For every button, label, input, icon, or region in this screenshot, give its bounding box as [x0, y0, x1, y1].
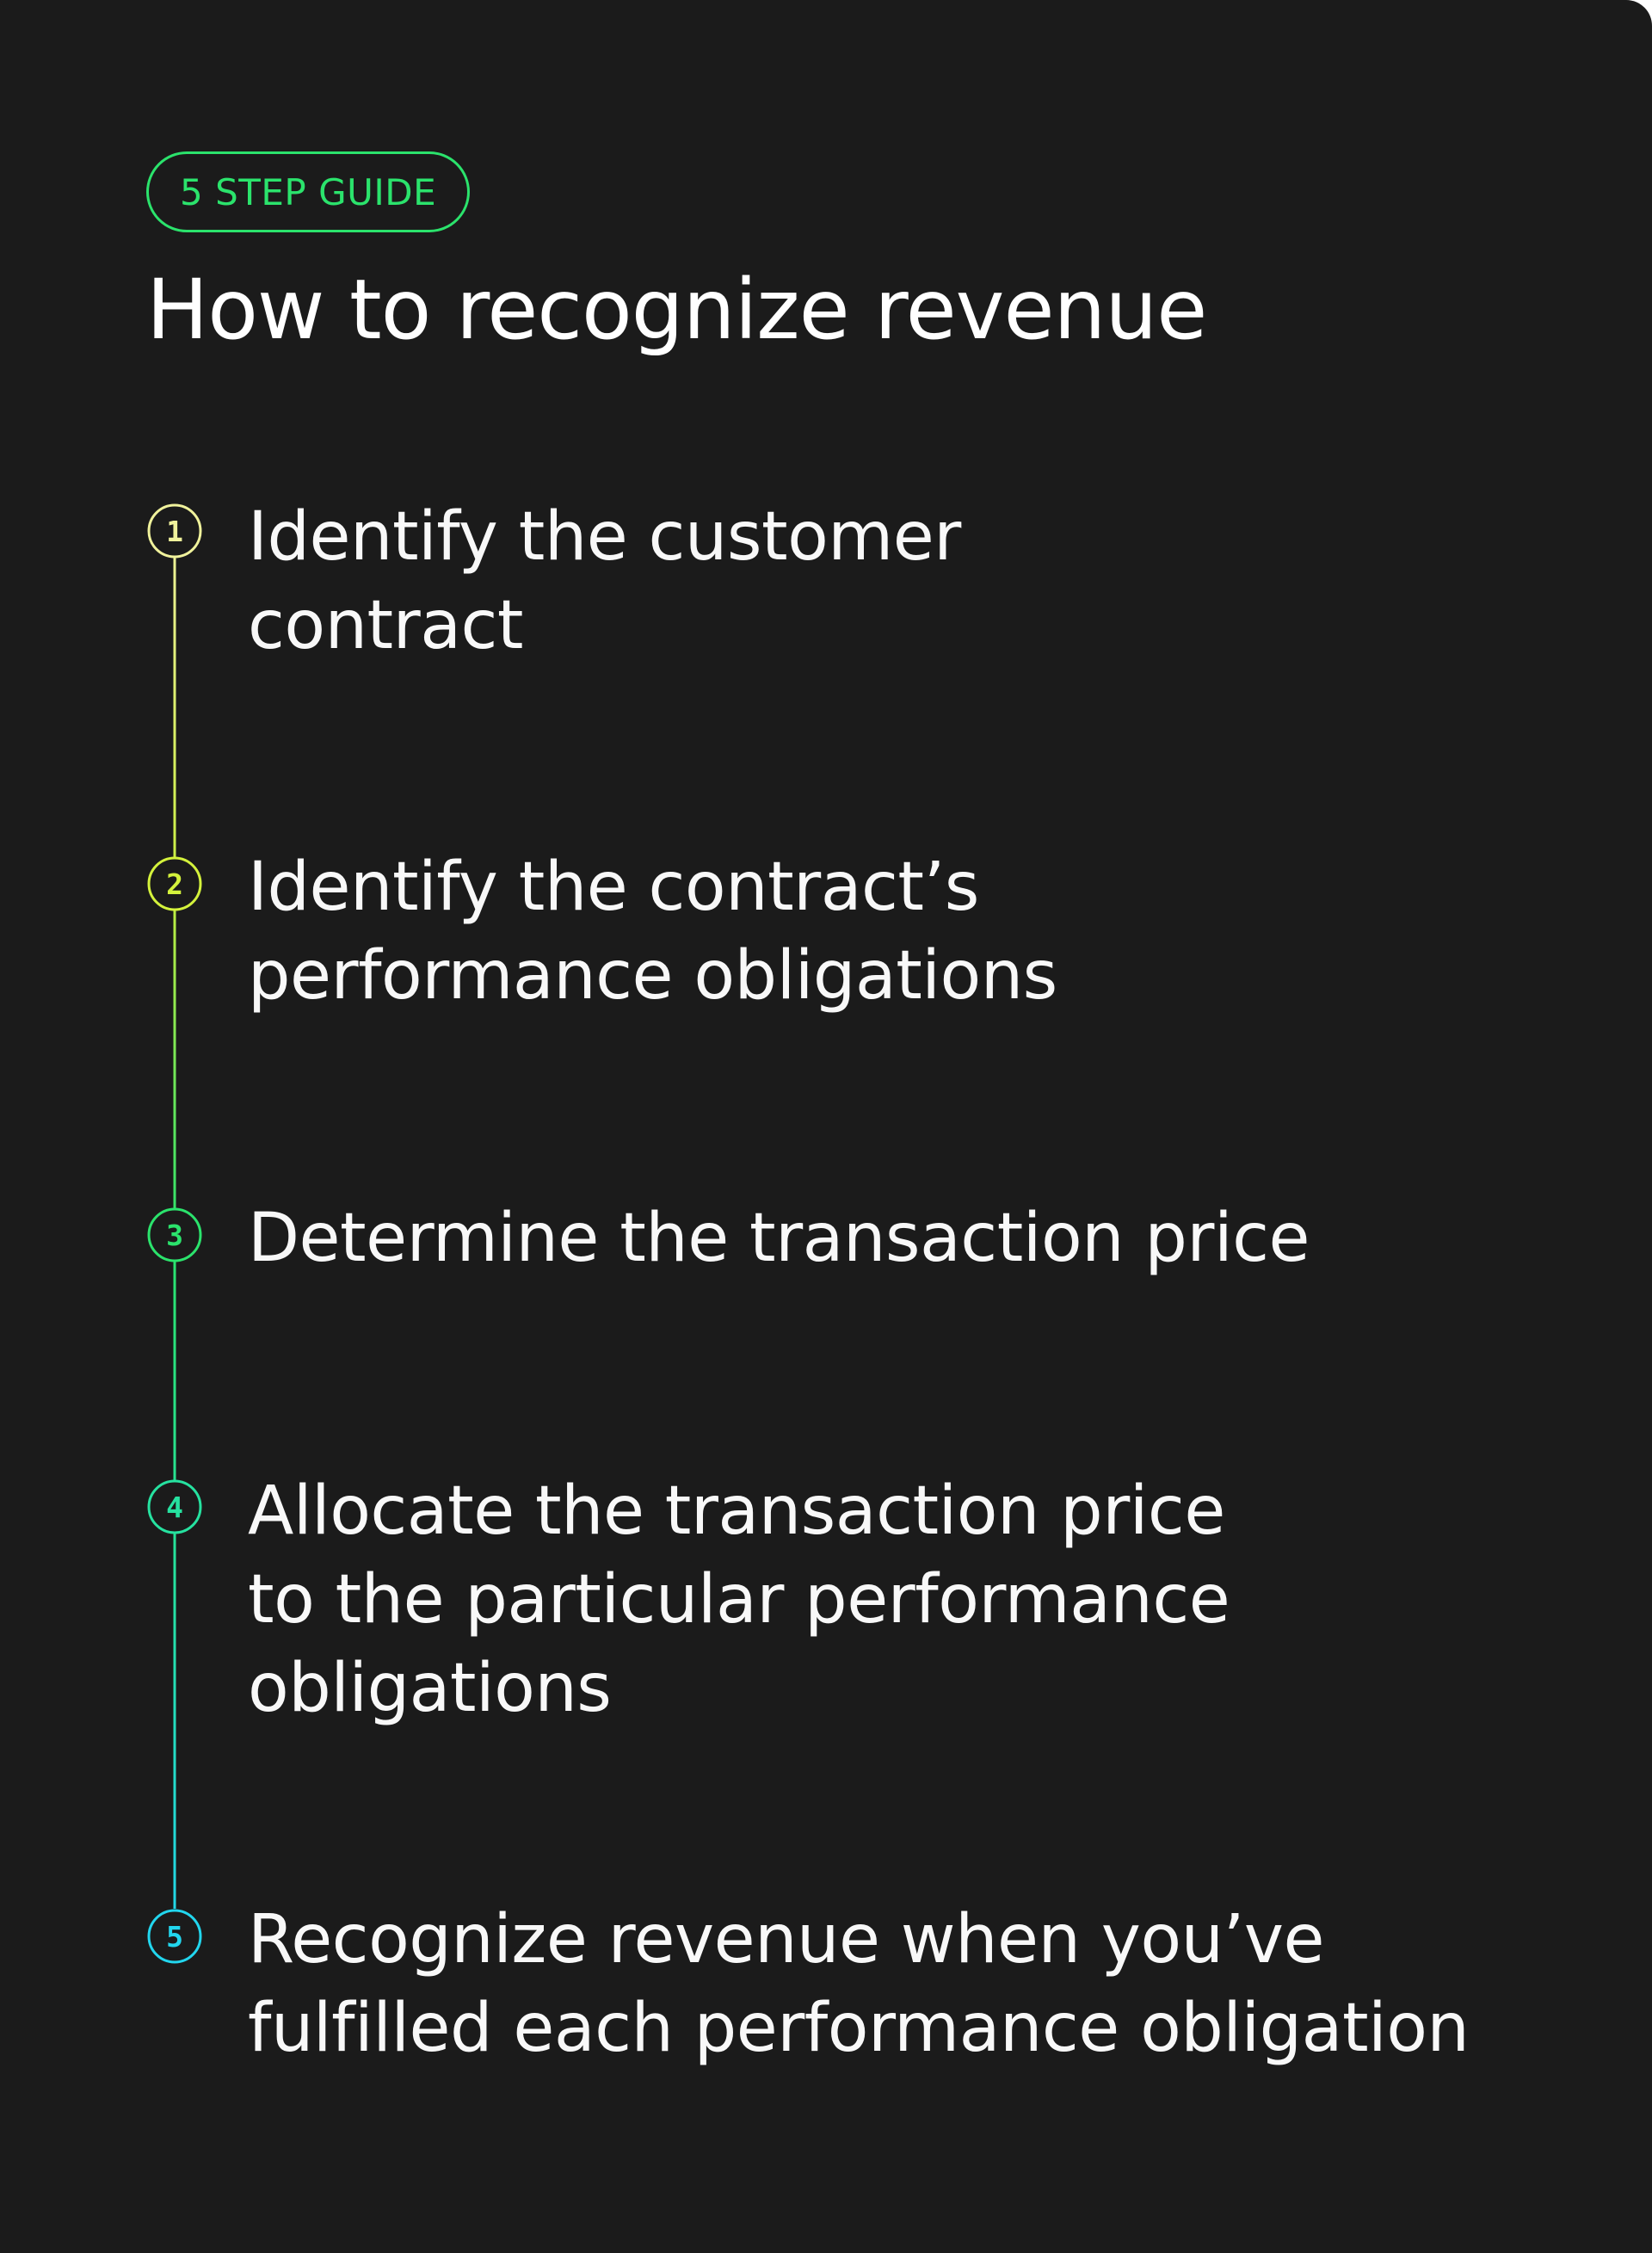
page-title: How to recognize revenue	[146, 262, 1207, 358]
step-number: 2	[166, 867, 183, 901]
step-marker-1: 1	[147, 503, 202, 559]
step-marker-4: 4	[147, 1479, 202, 1534]
step-number: 1	[166, 515, 183, 548]
step-4-text: Allocate the transaction price to the pa…	[248, 1472, 1230, 1727]
step-marker-5: 5	[147, 1909, 202, 1964]
step-5-text: Recognize revenue when you’ve fulfilled …	[248, 1901, 1470, 2067]
step-1-text: Identify the customer contract	[248, 498, 961, 664]
step-guide-badge: 5 STEP GUIDE	[146, 151, 471, 232]
step-marker-2: 2	[147, 856, 202, 911]
step-number: 3	[166, 1219, 183, 1252]
step-number: 4	[166, 1491, 183, 1524]
step-marker-3: 3	[147, 1207, 202, 1262]
step-number: 5	[166, 1920, 183, 1954]
step-3-text: Determine the transaction price	[248, 1200, 1310, 1277]
step-2-text: Identify the contract’s performance obli…	[248, 849, 1057, 1015]
